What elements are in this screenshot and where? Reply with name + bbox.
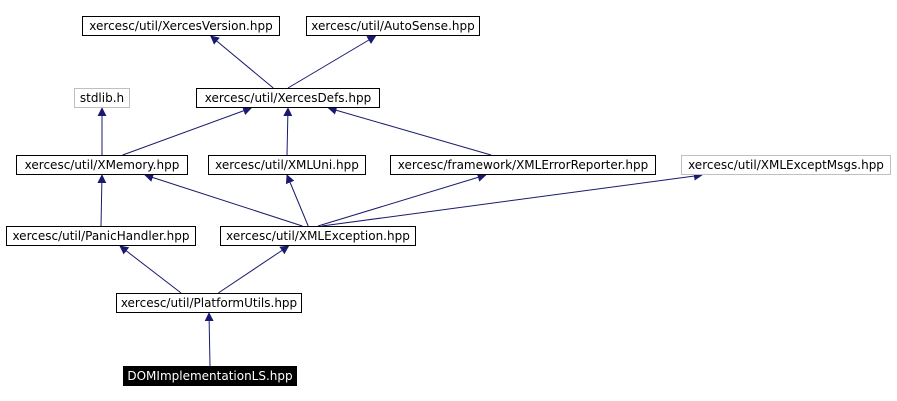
edge-xmluni-to-xercesdefs <box>283 107 293 156</box>
node-xercesdefs-hpp[interactable]: xercesc/util/XercesDefs.hpp <box>196 88 380 108</box>
edge-xmlexception-to-xmlerrorreporter <box>317 173 487 227</box>
node-platformutils-hpp[interactable]: xercesc/util/PlatformUtils.hpp <box>116 293 302 313</box>
edge-platformutils-to-xmlexception <box>218 245 290 294</box>
edge-domimplementationls-to-platformutils <box>204 312 214 367</box>
node-xmemory-hpp[interactable]: xercesc/util/XMemory.hpp <box>16 155 188 175</box>
edge-xercesdefs-to-autosense <box>287 35 377 89</box>
node-stdlib-h: stdlib.h <box>74 88 130 108</box>
edge-xmlerrorreporter-to-xercesdefs <box>327 105 492 156</box>
node-domimplementationls-hpp: DOMImplementationLS.hpp <box>123 366 297 386</box>
node-xmluni-hpp[interactable]: xercesc/util/XMLUni.hpp <box>208 155 366 175</box>
node-xmlexceptmsgs-hpp: xercesc/util/XMLExceptMsgs.hpp <box>681 155 891 175</box>
node-autosense-hpp[interactable]: xercesc/util/AutoSense.hpp <box>306 16 480 36</box>
node-xmlexception-hpp[interactable]: xercesc/util/XMLException.hpp <box>220 226 416 246</box>
edge-panichandler-to-xmemory <box>97 174 107 227</box>
edge-xmlexception-to-xmlexceptmsgs <box>321 171 703 227</box>
node-xmlerrorreporter-hpp[interactable]: xercesc/framework/XMLErrorReporter.hpp <box>390 155 656 175</box>
edge-xmlexception-to-xmluni <box>285 174 309 227</box>
node-xercesversion-hpp[interactable]: xercesc/util/XercesVersion.hpp <box>82 16 280 36</box>
node-panichandler-hpp[interactable]: xercesc/util/PanicHandler.hpp <box>6 226 196 246</box>
edge-layer <box>97 35 703 367</box>
edge-platformutils-to-panichandler <box>119 245 182 294</box>
edge-xmemory-to-xercesdefs <box>122 106 253 156</box>
edge-xmlexception-to-xmemory <box>144 173 303 227</box>
edge-xercesdefs-to-xercesversion <box>210 35 274 89</box>
